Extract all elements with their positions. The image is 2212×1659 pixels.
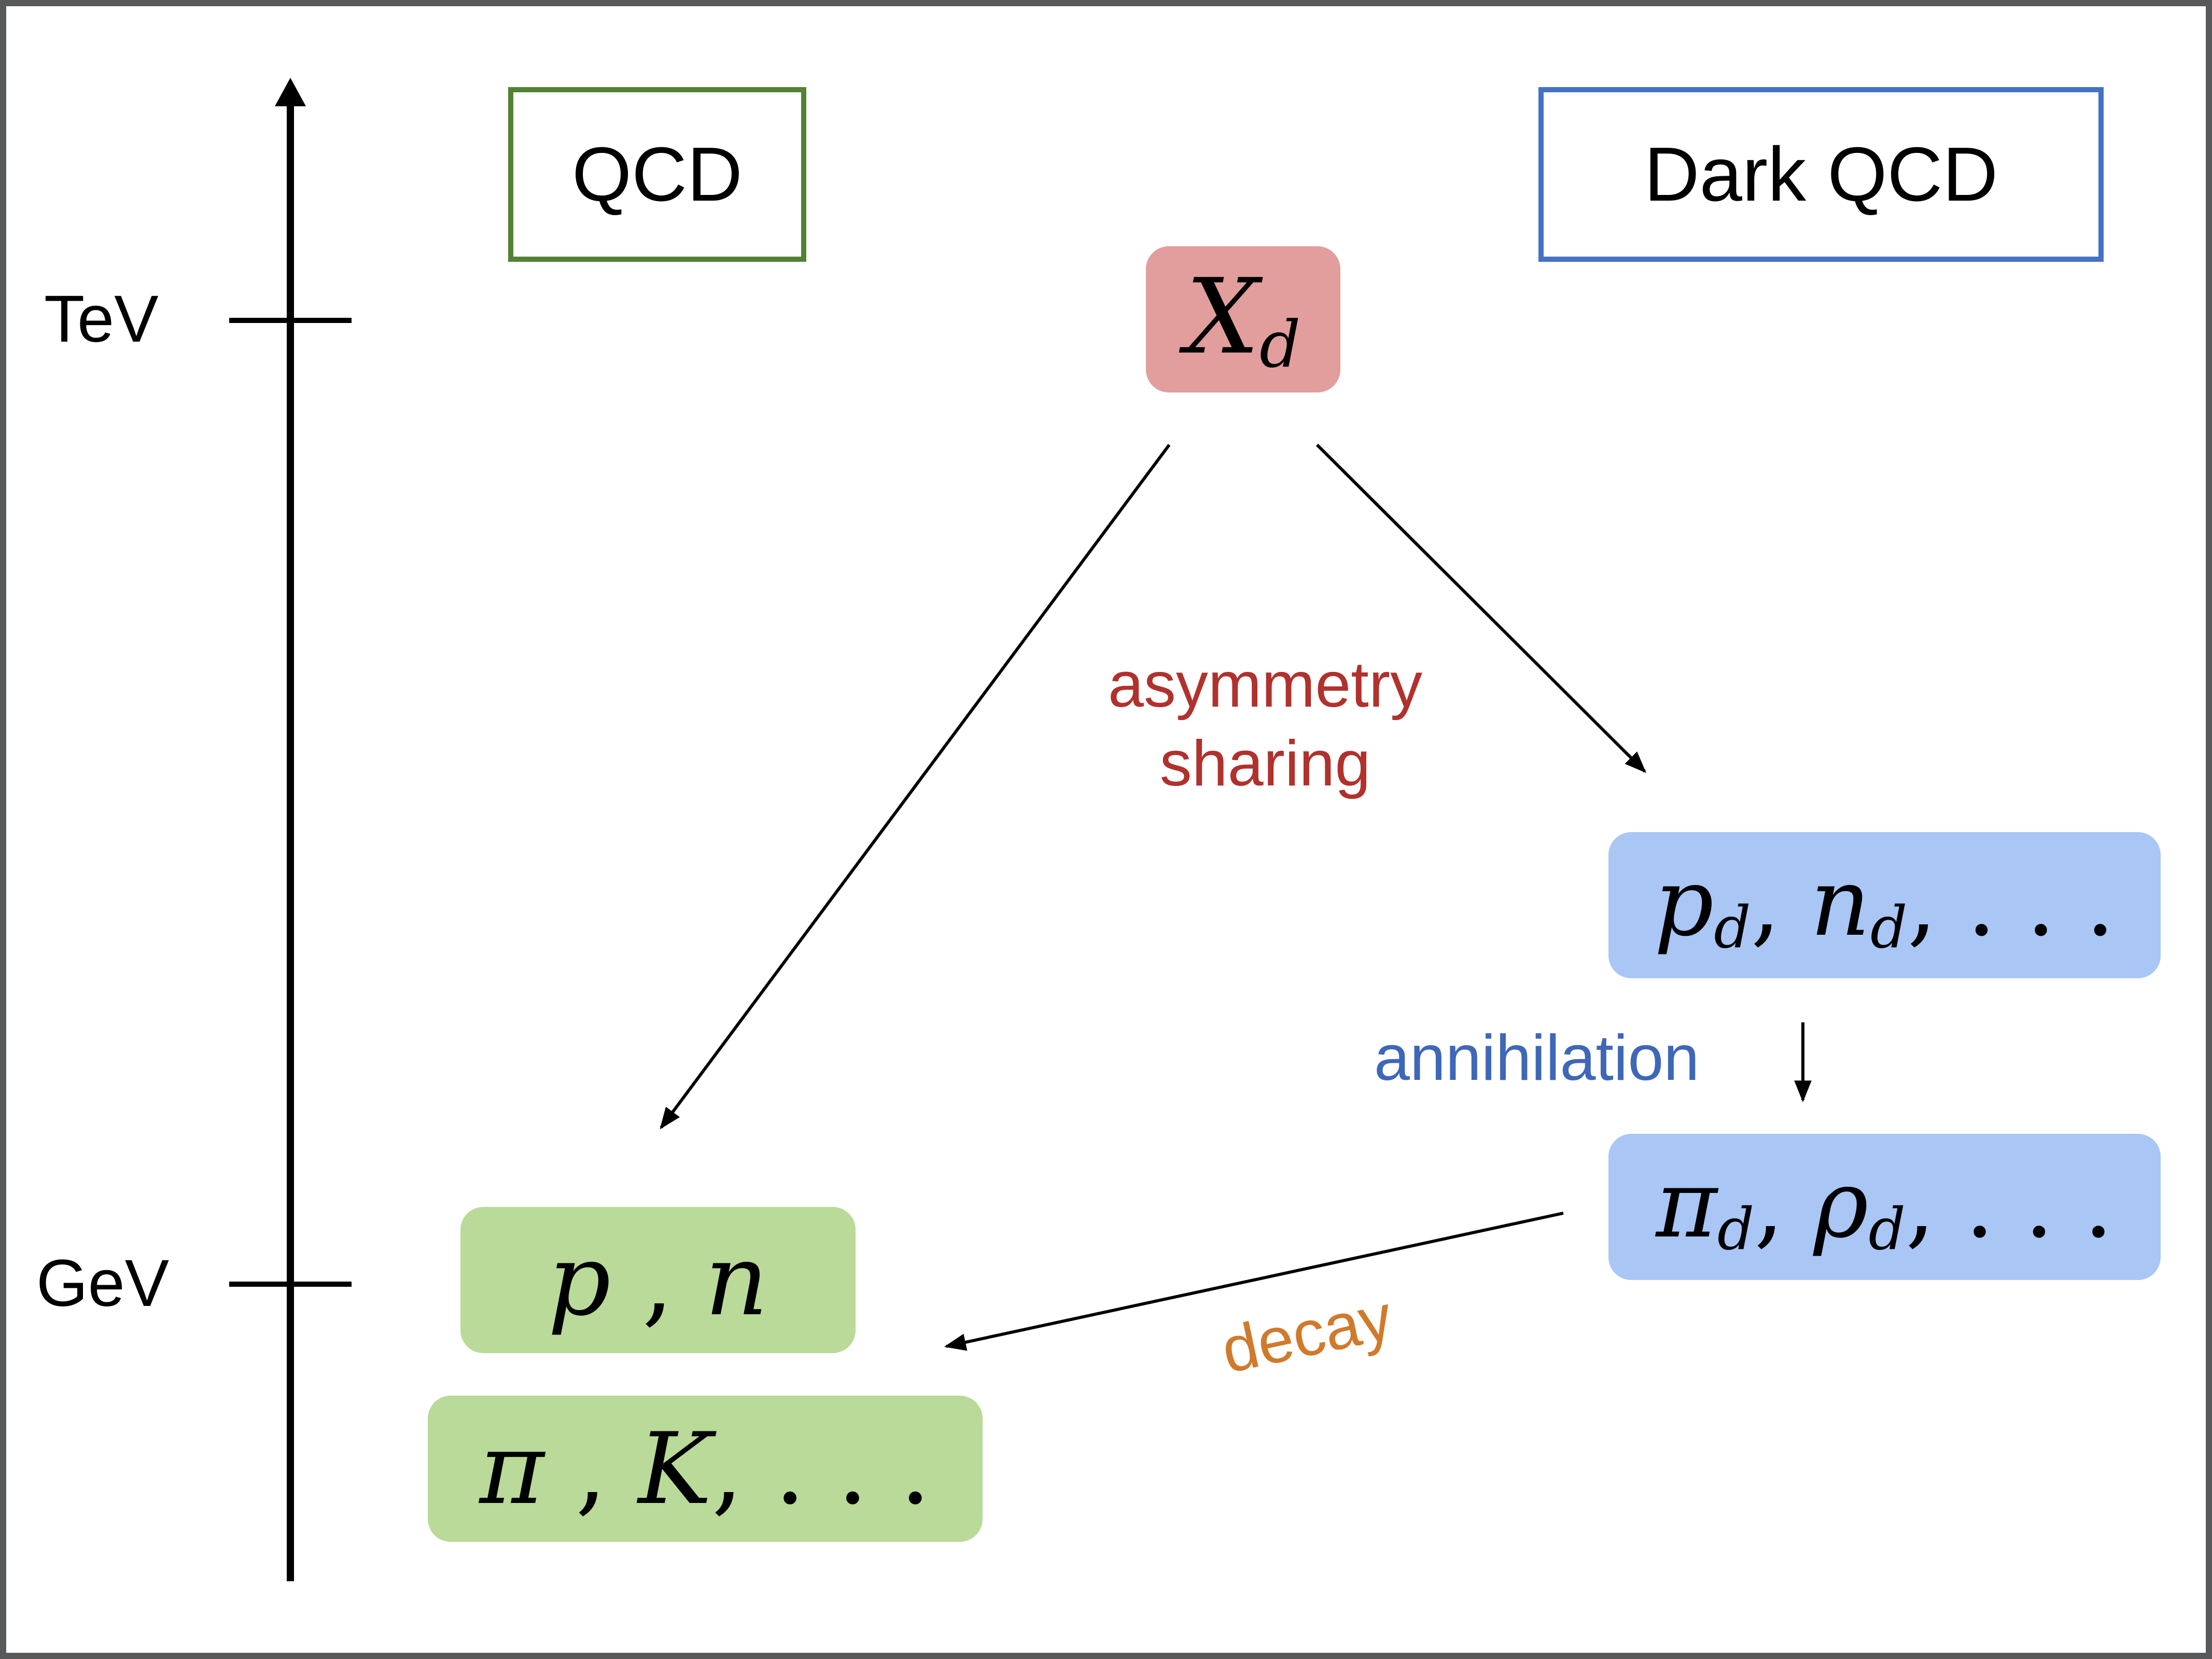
mesons-ellipsis: , . . . (711, 1411, 931, 1526)
arrow-xd-to-baryons (660, 444, 1171, 1130)
dark-proton-symbol: p (1654, 849, 1714, 958)
annihilation-label: annihilation (1374, 1022, 1700, 1094)
energy-axis-arrowhead (275, 78, 306, 106)
dark-rho-subscript: d (1868, 1196, 1906, 1263)
dark-pion-subscript: d (1717, 1196, 1755, 1263)
asymmetry-sharing-label: asymmetry sharing (1058, 645, 1473, 803)
gev-label: GeV (36, 1246, 170, 1320)
dark-qcd-header-box: Dark QCD (1538, 87, 2104, 262)
dark-mesons-node: πd, ρd, . . . (1608, 1134, 2161, 1280)
mesons-node: π , K, . . . (428, 1396, 983, 1542)
arrow-xd-to-dark-baryons (1315, 443, 1646, 773)
asymmetry-label-line2: sharing (1159, 728, 1371, 799)
baryons-node: p , n (460, 1207, 856, 1353)
dark-proton-subscript: d (1714, 894, 1751, 962)
dark-baryons-node: pd, nd, . . . (1608, 832, 2161, 978)
arrow-decay (944, 1212, 1564, 1351)
dark-pion-symbol: π (1656, 1150, 1717, 1259)
proton-symbol: p (548, 1222, 611, 1338)
xd-subscript: d (1259, 307, 1301, 383)
neutron-symbol: n (705, 1222, 768, 1338)
xd-node: Xd (1146, 246, 1340, 392)
dark-neutron-subscript: d (1870, 894, 1908, 962)
qcd-header-label: QCD (572, 131, 743, 217)
tev-label: TeV (44, 282, 159, 356)
kaon-symbol: K (638, 1411, 712, 1526)
asymmetry-label-line1: asymmetry (1108, 649, 1423, 721)
qcd-header-box: QCD (508, 87, 806, 262)
dark-neutron-symbol: n (1810, 849, 1871, 958)
pion-symbol: π (479, 1411, 544, 1526)
dark-qcd-header-label: Dark QCD (1644, 131, 1998, 217)
dark-rho-symbol: ρ (1813, 1150, 1869, 1259)
xd-symbol: X (1185, 256, 1259, 377)
dark-baryons-ellipsis: , . . . (1907, 849, 2115, 958)
dark-mesons-ellipsis: , . . . (1905, 1150, 2113, 1259)
